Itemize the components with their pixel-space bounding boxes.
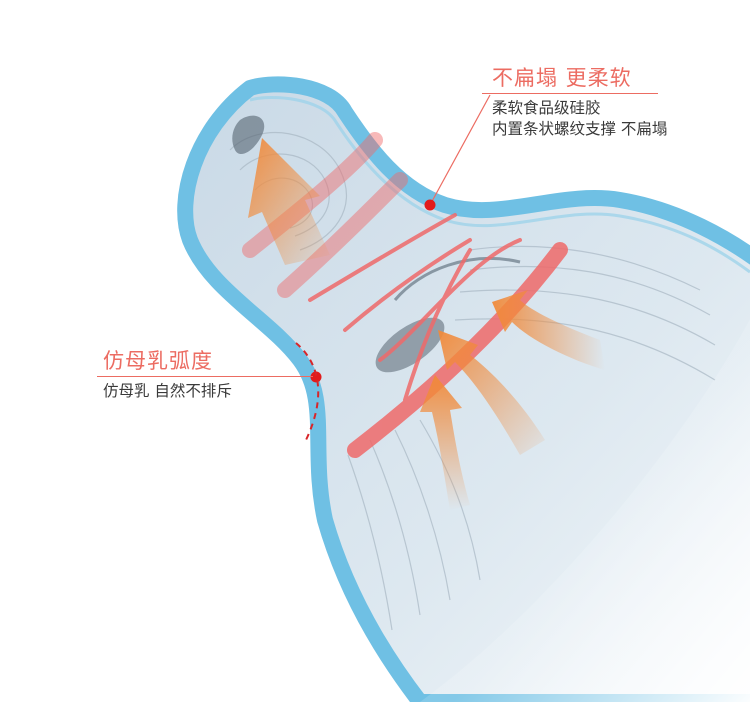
marker-dot-top xyxy=(424,199,436,211)
callout-desc-2: 内置条状螺纹支撑 不扁塌 xyxy=(492,120,668,138)
callout-divider xyxy=(482,93,658,94)
marker-dot-left xyxy=(310,371,322,383)
callout-breast-curve: 仿母乳弧度 仿母乳 自然不排斥 xyxy=(97,348,313,402)
callout-no-collapse: 不扁塌 更柔软 柔软食品级硅胶 内置条状螺纹支撑 不扁塌 xyxy=(482,65,668,140)
curve-indicator xyxy=(295,342,320,441)
fade-overlay xyxy=(420,319,750,702)
top-shadow xyxy=(176,0,564,30)
callout-title: 不扁塌 更柔软 xyxy=(492,66,632,90)
callout-desc-1: 柔软食品级硅胶 xyxy=(492,99,601,117)
callout-desc-1: 仿母乳 自然不排斥 xyxy=(103,382,232,400)
callout-title: 仿母乳弧度 xyxy=(103,349,213,373)
pressure-arrows xyxy=(248,138,605,510)
callout-connectors xyxy=(295,94,491,441)
callout-divider xyxy=(97,376,313,377)
